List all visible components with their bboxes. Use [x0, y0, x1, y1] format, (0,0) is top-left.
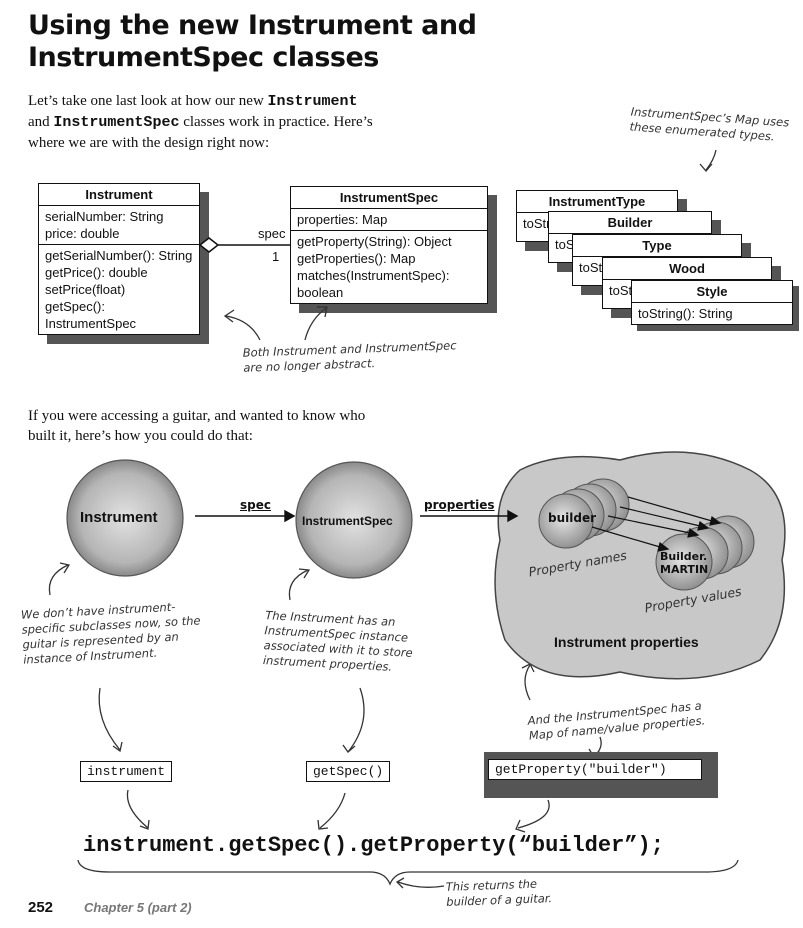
builder-martin-label: Builder.MARTIN	[660, 550, 709, 576]
instrument-circle	[66, 459, 184, 577]
page-number: 252	[28, 899, 54, 916]
spec-arrow-label: spec	[240, 498, 271, 512]
properties-arrow-label: properties	[424, 498, 495, 512]
intro-paragraph: Let’s take one last look at how our new …	[28, 93, 373, 151]
builder-circle-label: builder	[548, 511, 597, 525]
intro2-paragraph: If you were accessing a guitar, and want…	[28, 408, 366, 444]
instrumentspec-class-box: InstrumentSpec properties: Map getProper…	[290, 186, 488, 304]
association-label: spec	[258, 226, 286, 241]
instrumentspec-circle	[295, 461, 413, 579]
instrument-properties-label: Instrument properties	[554, 634, 699, 650]
code-getspec: getSpec()	[306, 761, 391, 782]
instrument-class-name: Instrument	[39, 184, 199, 206]
page-title: Using the new Instrument and InstrumentS…	[28, 10, 477, 73]
enum-style: Style toString(): String	[631, 280, 793, 325]
instrument-class-box: Instrument serialNumber: String price: d…	[38, 183, 200, 335]
association-multiplicity: 1	[272, 249, 280, 264]
instrumentspec-class-name: InstrumentSpec	[291, 187, 487, 209]
builder-martin-circle	[655, 533, 713, 591]
note-instrument: We don’t have instrument-specific subcla…	[20, 599, 201, 667]
full-code-line: instrument.getSpec().getProperty(“builde…	[83, 833, 664, 858]
builder-circle	[538, 493, 594, 549]
chapter-label: Chapter 5 (part 2)	[84, 900, 192, 915]
code-getproperty: getProperty("builder")	[488, 759, 702, 780]
instrumentspec-circle-label: InstrumentSpec	[302, 514, 393, 528]
association-line	[198, 237, 293, 253]
instrument-circle-label: Instrument	[80, 509, 158, 526]
code-instrument: instrument	[80, 761, 173, 782]
